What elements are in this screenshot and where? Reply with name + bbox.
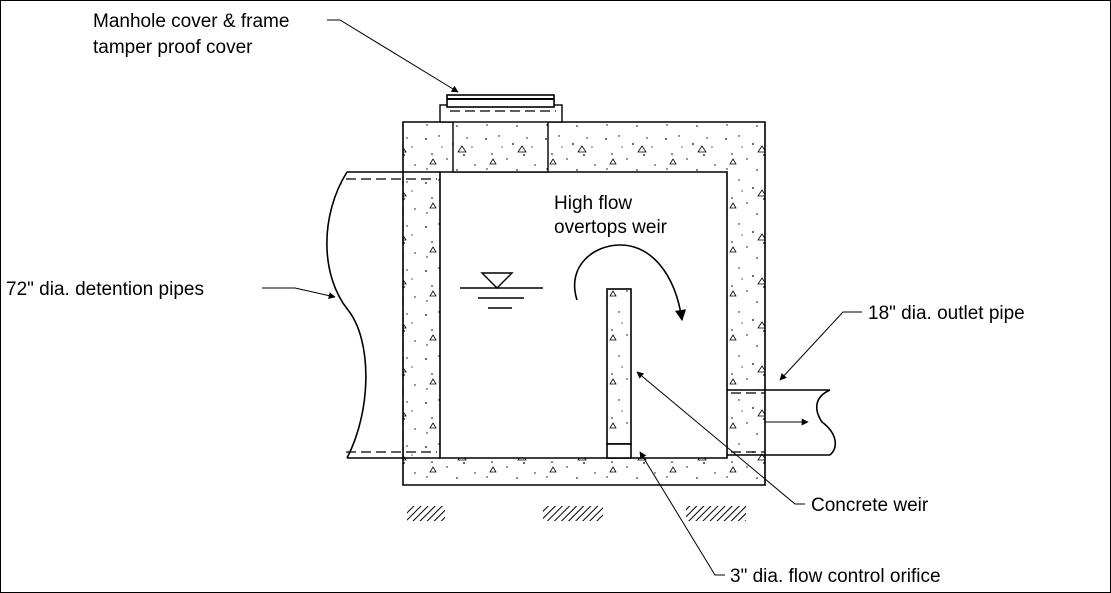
concrete-weir-label: Concrete weir (811, 495, 929, 516)
vault-concrete-walls (402, 121, 766, 486)
manhole-cover (439, 94, 563, 123)
water-surface-symbol (460, 272, 543, 309)
concrete-weir (606, 288, 632, 459)
gravel-bedding (407, 506, 746, 521)
high-flow-label: High flow (554, 193, 632, 214)
manhole-cover-label-line2: tamper proof cover (93, 37, 253, 58)
vault-structure (402, 105, 766, 486)
high-flow-arrow (574, 244, 687, 322)
detention-pipes-label: 72" dia. detention pipes (6, 279, 204, 300)
leader-lines (262, 19, 862, 576)
orifice-label: 3" dia. flow control orifice (730, 566, 941, 587)
high-flow-label-line2: overtops weir (554, 217, 668, 238)
manhole-cover-label: Manhole cover & frame (93, 11, 289, 32)
outlet-pipe (727, 389, 837, 456)
outlet-pipe-label: 18" dia. outlet pipe (868, 303, 1025, 324)
detention-pipe (326, 171, 441, 459)
